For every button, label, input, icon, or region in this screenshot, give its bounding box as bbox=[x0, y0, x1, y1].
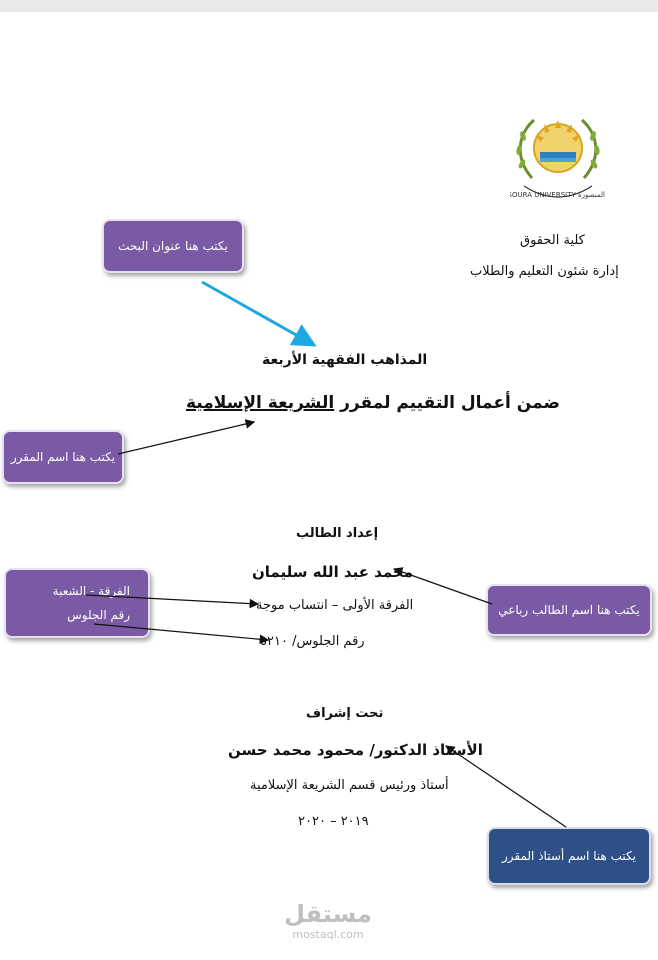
course-name: الشريعة الإسلامية bbox=[186, 393, 335, 413]
arrow-to-seat-number bbox=[93, 623, 270, 645]
arrow-to-course-name bbox=[117, 419, 256, 455]
logo-caption: MANSOURA UNIVERSITY جامعة المنصورة bbox=[510, 191, 606, 199]
watermark-domain: mostaql.com bbox=[292, 928, 364, 941]
callout-year-label: الفرقة - الشعبة bbox=[52, 584, 130, 598]
seat-number: رقم الجلوس/ ٥٢١٠ bbox=[260, 634, 365, 649]
top-margin-bar bbox=[0, 0, 658, 12]
professor-name: الأستاذ الدكتور/ محمود محمد حسن bbox=[228, 741, 483, 759]
administration-name: إدارة شئون التعليم والطلاب bbox=[470, 264, 619, 279]
university-logo: MANSOURA UNIVERSITY جامعة المنصورة bbox=[510, 118, 606, 199]
watermark-brand: مستقل bbox=[284, 900, 372, 928]
faculty-name: كلية الحقوق bbox=[520, 233, 585, 248]
arrow-to-student-name bbox=[392, 567, 493, 605]
course-line: ضمن أعمال التقييم لمقرر الشريعة الإسلامي… bbox=[186, 393, 560, 413]
callout-professor-name: يكتب هنا اسم أستاذ المقرر bbox=[487, 827, 651, 885]
supervision-label: تحت إشراف bbox=[306, 706, 384, 721]
arrow-to-research-title bbox=[201, 280, 317, 347]
watermark: مستقل mostaql.com bbox=[283, 900, 373, 941]
year-division: الفرقة الأولى – انتساب موجة bbox=[256, 598, 414, 613]
arrow-to-professor-name bbox=[445, 745, 567, 828]
research-title: المذاهب الفقهية الأربعة bbox=[262, 352, 428, 368]
academic-year: ٢٠١٩ – ٢٠٢٠ bbox=[298, 814, 369, 829]
prepared-by-label: إعداد الطالب bbox=[296, 526, 379, 541]
callout-research-title: يكتب هنا عنوان البحث bbox=[102, 219, 244, 273]
course-prefix: ضمن أعمال التقييم لمقرر bbox=[334, 393, 560, 413]
callout-seat-label: رقم الجلوس bbox=[67, 608, 130, 622]
student-name: محمد عبد الله سليمان bbox=[252, 563, 414, 581]
arrow-to-year-division bbox=[85, 594, 260, 609]
callout-student-name: يكتب هنا اسم الطالب رباعي bbox=[486, 584, 652, 636]
professor-role: أستاذ ورئيس قسم الشريعة الإسلامية bbox=[250, 778, 449, 793]
callout-course-name: يكتب هنا اسم المقرر bbox=[2, 430, 124, 484]
